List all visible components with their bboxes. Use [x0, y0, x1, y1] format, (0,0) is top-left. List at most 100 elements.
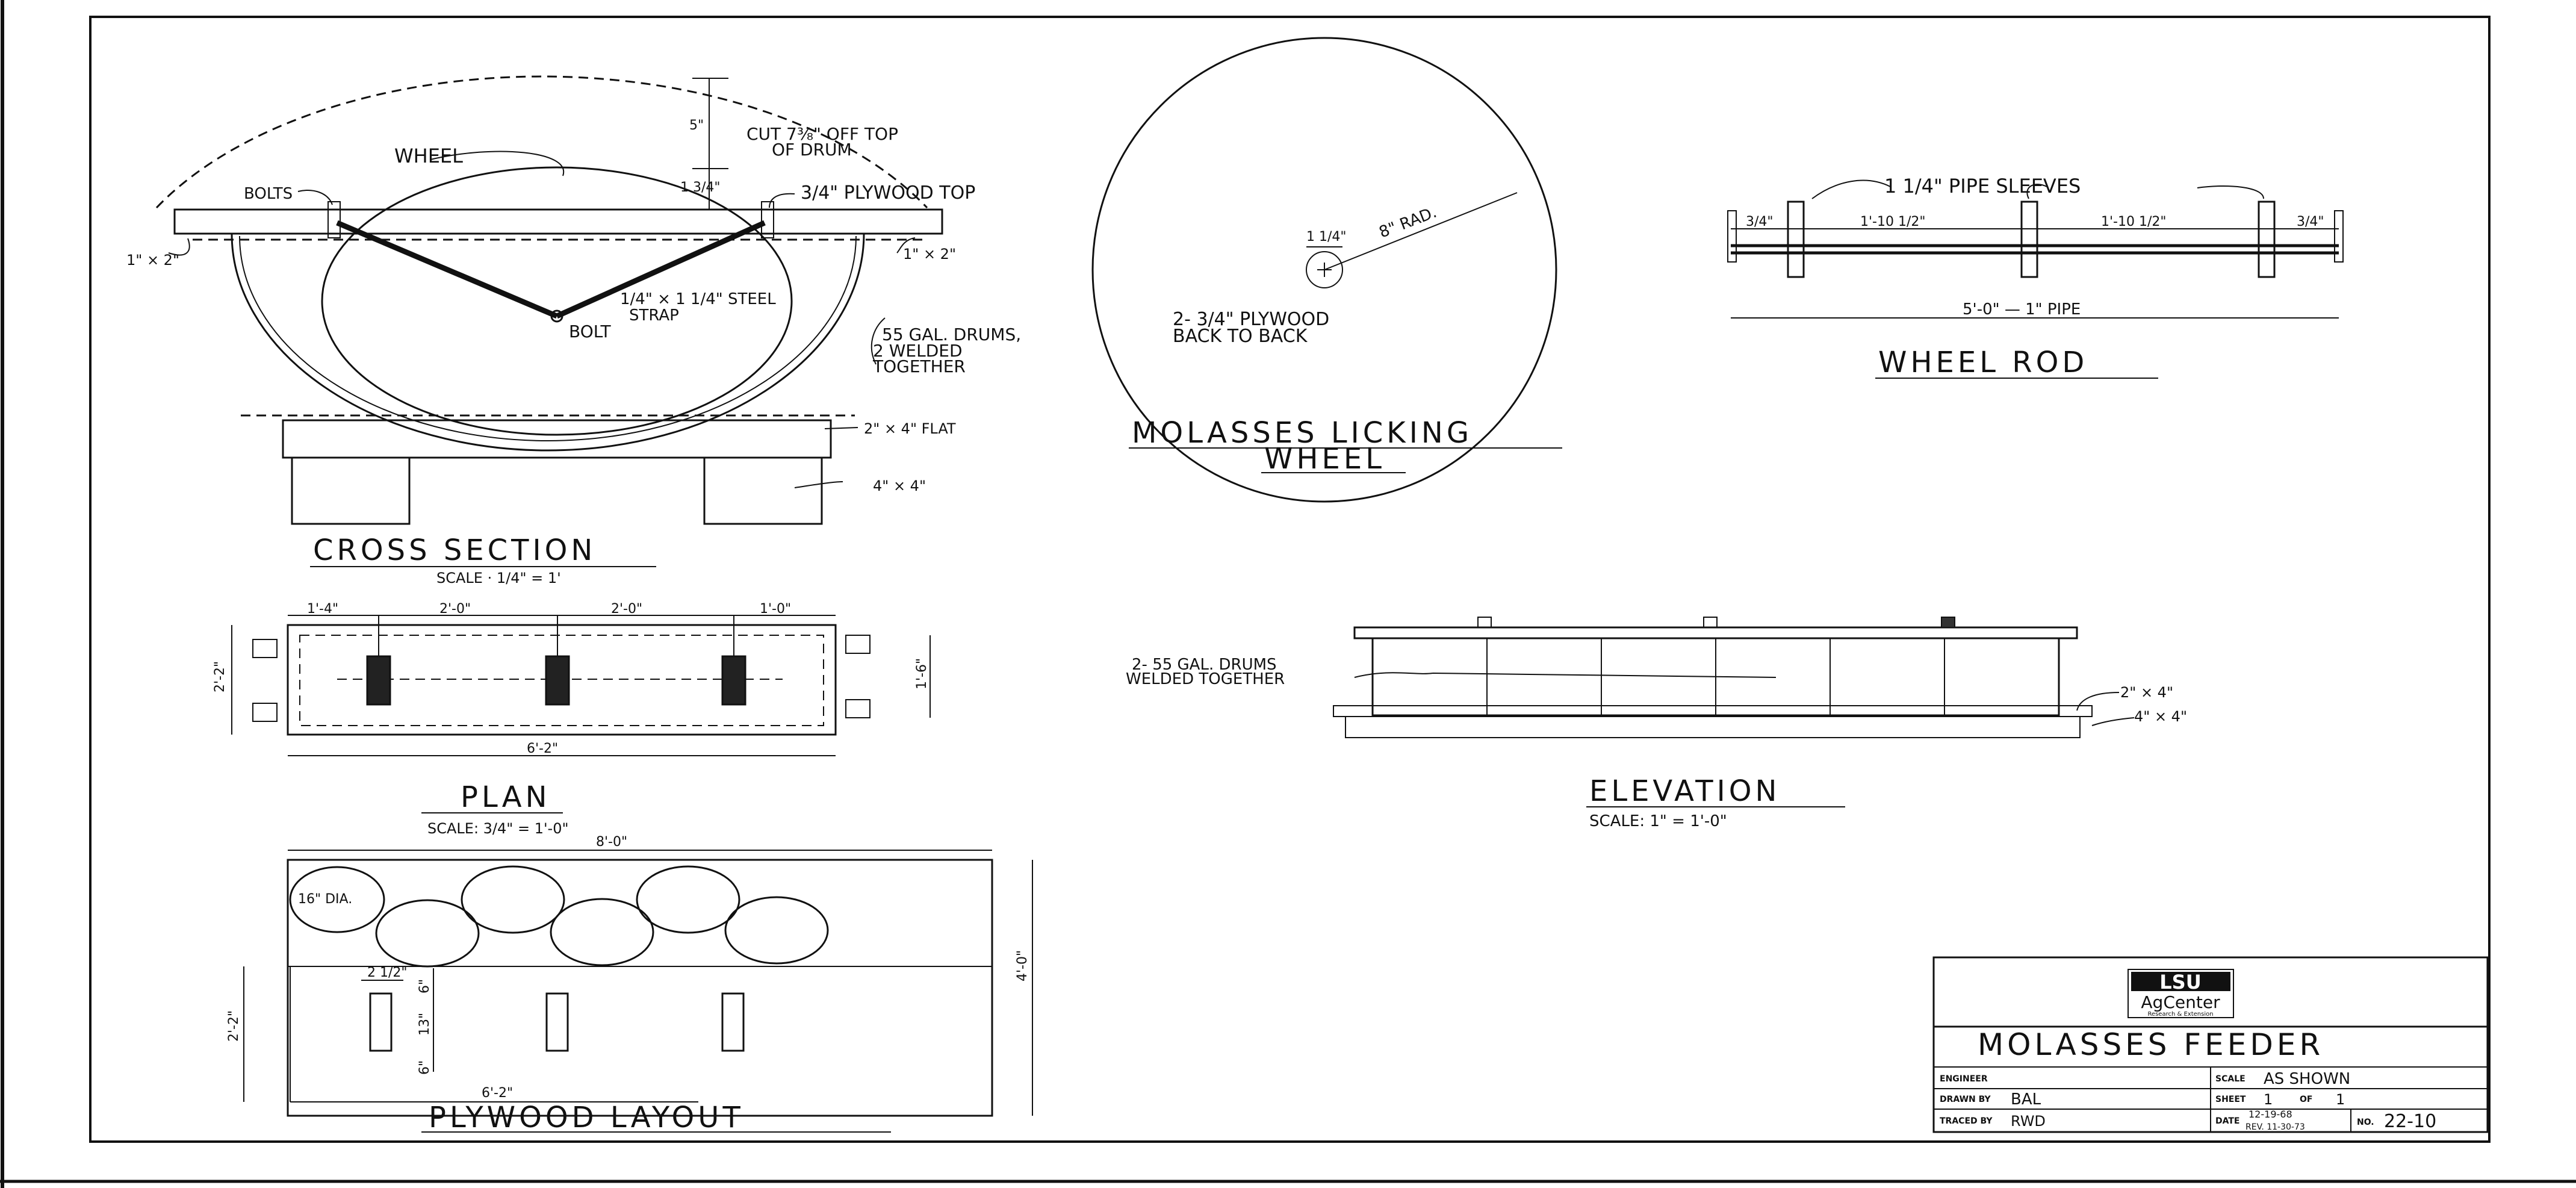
rod-dim-c: 1'-10 1/2"	[2101, 214, 2167, 229]
post-label: 4" × 4"	[873, 477, 926, 494]
scale-label: SCALE	[2215, 1074, 2245, 1084]
traced-by-label: TRACED BY	[1940, 1116, 1993, 1126]
plan-title: PLAN	[461, 780, 551, 814]
sheet-value: 1	[2264, 1091, 2273, 1108]
elevation-top-board	[1353, 626, 2078, 639]
lsu-agcenter-logo: LSU AgCenter Research & Extension	[2128, 969, 2234, 1018]
plywood-height-label: 4'-0"	[1015, 950, 1030, 981]
cross-section-view: WHEEL BOLTS CUT 7⅜" OFF TOP OF DRUM 3/4"…	[126, 75, 1021, 586]
flat-board	[282, 419, 832, 459]
rev-value: REV. 11-30-73	[2245, 1122, 2305, 1132]
slot-a-label: 6"	[417, 979, 432, 994]
wheel-rod-title: WHEEL ROD	[1878, 346, 2088, 379]
plan-dim-1: 1'-4"	[307, 602, 338, 617]
dim-top-label: 5"	[689, 118, 704, 133]
licking-wheel-title-2: WHEEL	[1264, 442, 1385, 476]
plan-dim-3: 2'-0"	[611, 602, 642, 617]
no-value: 22-10	[2384, 1111, 2436, 1132]
plan-height-label: 2'-2"	[213, 661, 228, 692]
wheel-outline	[321, 166, 793, 436]
piece-length-label: 6'-2"	[482, 1086, 513, 1101]
sheet-border	[89, 16, 2491, 1143]
licking-wheel-title-1: MOLASSES LICKING	[1132, 416, 1473, 450]
elevation-drums-label: 2- 55 GAL. DRUMS	[1132, 656, 1277, 674]
rod-wheel-right	[2258, 201, 2276, 278]
plan-length-label: 6'-2"	[527, 741, 558, 756]
drawn-by-label: DRAWN BY	[1940, 1095, 1991, 1104]
disk-5	[636, 865, 740, 934]
slot-3	[721, 992, 745, 1052]
bolt-right-icon	[761, 201, 774, 238]
elevation-flat-label: 2" × 4"	[2120, 684, 2173, 701]
disk-2	[375, 899, 480, 968]
drawn-by-value: BAL	[2011, 1090, 2041, 1109]
elevation-title: ELEVATION	[1589, 774, 1780, 808]
licking-wheel-circle	[1091, 37, 1557, 503]
right-post	[703, 456, 823, 525]
disk-dia-label: 16" DIA.	[298, 892, 352, 907]
title-block: LSU AgCenter Research & Extension MOLASS…	[1932, 956, 2489, 1133]
elevation-drums-label-2: WELDED TOGETHER	[1126, 670, 1285, 688]
cut-label-2: OF DRUM	[772, 140, 852, 160]
slot-width-label: 2 1/2"	[367, 965, 408, 980]
drums-label: 55 GAL. DRUMS,	[882, 325, 1021, 344]
sheet-label: SHEET	[2215, 1095, 2246, 1104]
piece-height-label: 2'-2"	[226, 1010, 241, 1042]
disk-4	[550, 898, 654, 966]
wheel-rod-view: 1 1/4" PIPE SLEEVES 3/4" 1'-10 1/2" 1'-1…	[1727, 175, 2344, 379]
plan-outline	[287, 624, 837, 736]
rod-wheel-left	[1787, 201, 1805, 278]
logo-lsu: LSU	[2159, 971, 2201, 994]
logo-tagline: Research & Extension	[2147, 1011, 2213, 1018]
date-label: DATE	[2215, 1116, 2239, 1126]
traced-by-value: RWD	[2011, 1113, 2046, 1130]
wheel-hub-label: 1 1/4"	[1306, 229, 1347, 244]
of-label: OF	[2300, 1095, 2312, 1104]
rod-dim-b: 1'-10 1/2"	[1860, 214, 1926, 229]
plywood-layout-view: 8'-0" 4'-0" 16" DIA. 2'-2" 6'-2" 2 1/2" …	[226, 835, 1033, 1134]
drums-label-2: 2 WELDED	[873, 341, 963, 361]
slot-2	[545, 992, 569, 1052]
disk-1	[289, 866, 385, 933]
wheel-label: WHEEL	[394, 145, 463, 167]
dim-mid-label: 1 3/4"	[680, 180, 721, 195]
wheel-note-2: BACK TO BACK	[1173, 326, 1308, 347]
left-board-label: 1" × 2"	[126, 252, 179, 269]
plywood-width-label: 8'-0"	[596, 835, 627, 850]
bolts-label: BOLTS	[244, 185, 293, 203]
strap-label: 1/4" × 1 1/4" STEEL	[620, 290, 776, 308]
left-post	[291, 456, 411, 525]
plywood-layout-title: PLYWOOD LAYOUT	[429, 1101, 744, 1134]
bolt-center-icon	[550, 309, 563, 323]
pipe-sleeves-label: 1 1/4" PIPE SLEEVES	[1884, 175, 2081, 197]
elevation-view: 2- 55 GAL. DRUMS WELDED TOGETHER 2" × 4"…	[1126, 617, 2187, 830]
cut-label: CUT 7⅜" OFF TOP	[746, 124, 898, 144]
slot-c-label: 6"	[417, 1060, 432, 1075]
drum-outline	[231, 233, 865, 452]
date-value: 12-19-68	[2249, 1109, 2292, 1120]
drums-label-3: TOGETHER	[872, 356, 966, 376]
plan-dim-4: 1'-0"	[760, 602, 791, 617]
scale-value: AS SHOWN	[2264, 1070, 2350, 1088]
elevation-post-label: 4" × 4"	[2134, 708, 2187, 725]
plan-dim-2: 2'-0"	[439, 602, 471, 617]
rod-dim-d: 3/4"	[2297, 214, 2324, 229]
no-label: NO.	[2357, 1118, 2374, 1127]
slot-1	[369, 992, 393, 1052]
flat-label: 2" × 4" FLAT	[864, 420, 956, 437]
plywood-top-board	[173, 208, 943, 235]
drawing-title: MOLASSES FEEDER	[1978, 1027, 2324, 1062]
cross-section-title: CROSS SECTION	[313, 533, 596, 567]
plan-inner-height-label: 1'-6"	[914, 658, 930, 689]
disk-3	[461, 865, 565, 934]
wheel-hub-icon	[1306, 251, 1343, 288]
wheel-swing-arc	[155, 75, 928, 209]
strap-label-2: STRAP	[629, 306, 679, 325]
cross-section-scale: SCALE · 1/4" = 1'	[436, 570, 561, 586]
slot-b-label: 13"	[417, 1013, 432, 1036]
plan-view: 1'-4" 2'-0" 2'-0" 1'-0" 2'-2" 1'-6" 6'-2…	[213, 602, 931, 837]
rod-wheel-middle	[2020, 201, 2038, 278]
bolt-left-icon	[327, 201, 341, 238]
